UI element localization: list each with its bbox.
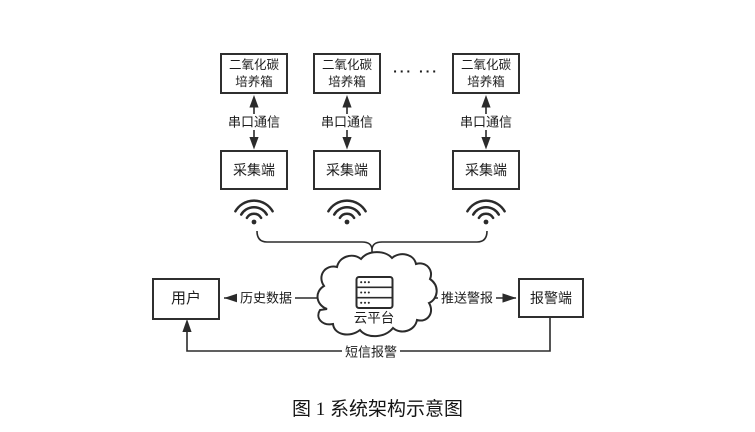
history-data-arrowhead <box>224 293 238 303</box>
incubator-box-3: 二氧化碳培养箱 <box>452 53 520 94</box>
collector-label: 采集端 <box>465 161 507 178</box>
brace <box>256 230 488 251</box>
sms-alert-label: 短信报警 <box>341 344 401 360</box>
wifi-icon-2 <box>327 199 367 226</box>
incubator-label-line1: 二氧化碳 <box>460 58 511 73</box>
collector-box-1: 采集端 <box>220 150 288 190</box>
serial-comm-label-3: 串口通信 <box>459 114 513 130</box>
serial-comm-label-1: 串口通信 <box>227 114 281 130</box>
incubator-label-line1: 二氧化碳 <box>321 58 372 73</box>
incubator-box-1: 二氧化碳培养箱 <box>220 53 288 94</box>
incubator-label-line2: 培养箱 <box>328 74 366 89</box>
wifi-icon-3 <box>466 199 506 226</box>
user-label: 用户 <box>170 290 201 308</box>
user-box: 用户 <box>152 278 220 320</box>
serial-comm-label-2: 串口通信 <box>320 114 374 130</box>
collector-label: 采集端 <box>233 161 275 178</box>
alarm-terminal-box: 报警端 <box>518 278 584 318</box>
collector-box-2: 采集端 <box>313 150 381 190</box>
collector-box-3: 采集端 <box>452 150 520 190</box>
incubator-box-2: 二氧化碳培养箱 <box>313 53 381 94</box>
server-icon <box>355 276 394 309</box>
ellipsis-dots: ··· ··· <box>393 63 439 79</box>
cloud-platform-label: 云平台 <box>353 310 395 326</box>
figure-caption: 图 1 系统架构示意图 <box>291 399 463 420</box>
incubator-label-line2: 培养箱 <box>467 74 505 89</box>
collector-label: 采集端 <box>326 161 368 178</box>
incubator-label-line2: 培养箱 <box>235 74 273 89</box>
wifi-icon-1 <box>234 199 274 226</box>
push-alert-arrowhead <box>502 293 517 303</box>
push-alert-label: 推送警报 <box>437 290 497 306</box>
incubator-label-line1: 二氧化碳 <box>228 58 279 73</box>
alarm-terminal-label: 报警端 <box>530 289 572 306</box>
sms-alert-arrowhead <box>182 319 192 332</box>
history-data-label: 历史数据 <box>236 290 296 306</box>
